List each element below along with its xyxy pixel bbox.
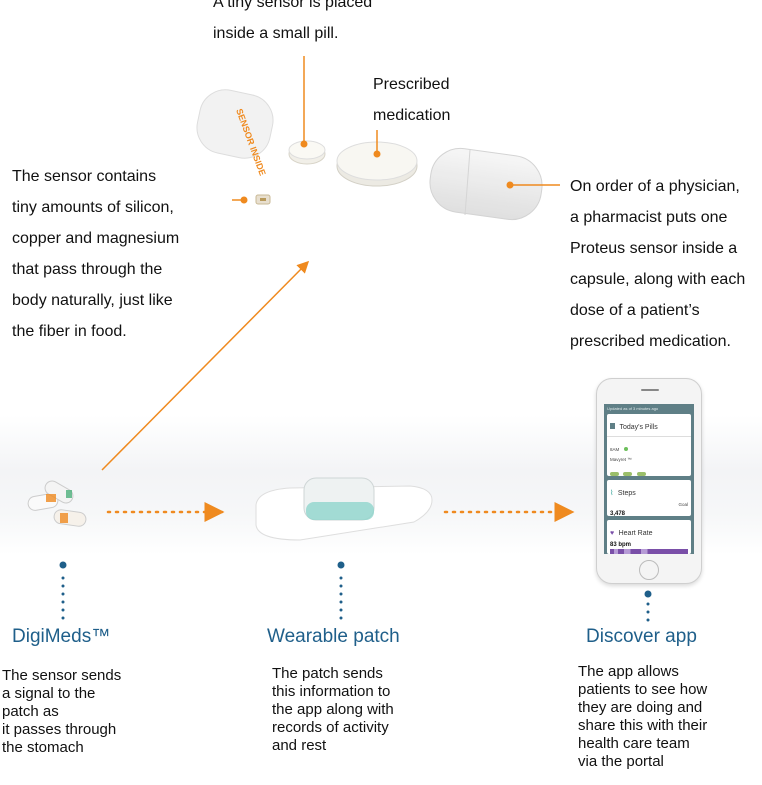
connector-dots-digimeds <box>59 561 67 620</box>
steps-goal: Goal <box>678 502 688 507</box>
steps-icon: ⌇ <box>610 490 614 497</box>
capsule-half-illustration: SENSOR INSIDE <box>196 89 274 177</box>
connector-dots-patch <box>337 561 345 620</box>
annotation-physician: On order of a physician, a pharmacist pu… <box>570 178 746 350</box>
pill-bottle-icon <box>610 423 615 429</box>
connector-dots-app <box>644 590 652 622</box>
stage-title-app: Discover app <box>586 626 697 647</box>
phone-mockup: Updated as of 3 minutes ago Today's Pill… <box>596 378 702 584</box>
clear-capsule-illustration <box>429 147 543 221</box>
digimeds-pills-illustration <box>27 480 87 527</box>
heart-rate-chart <box>610 549 688 554</box>
heart-rate-label: Heart Rate <box>618 530 653 537</box>
arrow-digimeds-to-pill <box>101 260 310 471</box>
stage-title-digimeds: DigiMeds™ <box>12 626 111 647</box>
pill-time: 8AM <box>610 447 620 452</box>
heart-icon: ♥ <box>610 530 615 537</box>
annotation-prescribed: Prescribed medication <box>373 76 451 124</box>
stage-title-patch: Wearable patch <box>267 626 400 647</box>
heart-rate-card: ♥ Heart Rate 83 bpm <box>607 520 691 554</box>
steps-value: 3,478 <box>610 511 626 517</box>
annotation-tiny-sensor: A tiny sensor is placed inside a small p… <box>213 0 373 42</box>
phone-speaker <box>641 389 659 391</box>
stage-caption-digimeds: The sensor sends a signal to the patch a… <box>2 667 122 756</box>
app-screen: Updated as of 3 minutes ago Today's Pill… <box>604 404 694 554</box>
stage-caption-app: The app allows patients to see how they … <box>578 663 708 770</box>
wearable-patch-illustration <box>255 477 433 541</box>
heart-rate-value: 83 bpm <box>610 542 632 548</box>
steps-card: ⌇ Steps 3,478 Goal My Average: 5,000 <box>607 480 691 532</box>
app-status-text: Updated as of 3 minutes ago <box>607 406 659 411</box>
sensor-chip-illustration <box>255 194 271 205</box>
steps-label: Steps <box>617 490 636 497</box>
stage-caption-patch: The patch sends this information to the … <box>272 665 394 754</box>
medication-tablet-illustration <box>336 141 418 187</box>
pills-title: Today's Pills <box>619 424 658 431</box>
check-icon <box>623 447 628 451</box>
home-button[interactable] <box>639 560 659 580</box>
med-name: Mavyret ™ <box>610 457 632 462</box>
annotation-sensor-contains: The sensor contains tiny amounts of sili… <box>12 168 180 340</box>
pills-card: Today's Pills 8AM Mavyret ™ Medication S… <box>607 414 691 494</box>
small-pill-illustration <box>288 140 326 165</box>
pill-icons <box>607 462 691 482</box>
